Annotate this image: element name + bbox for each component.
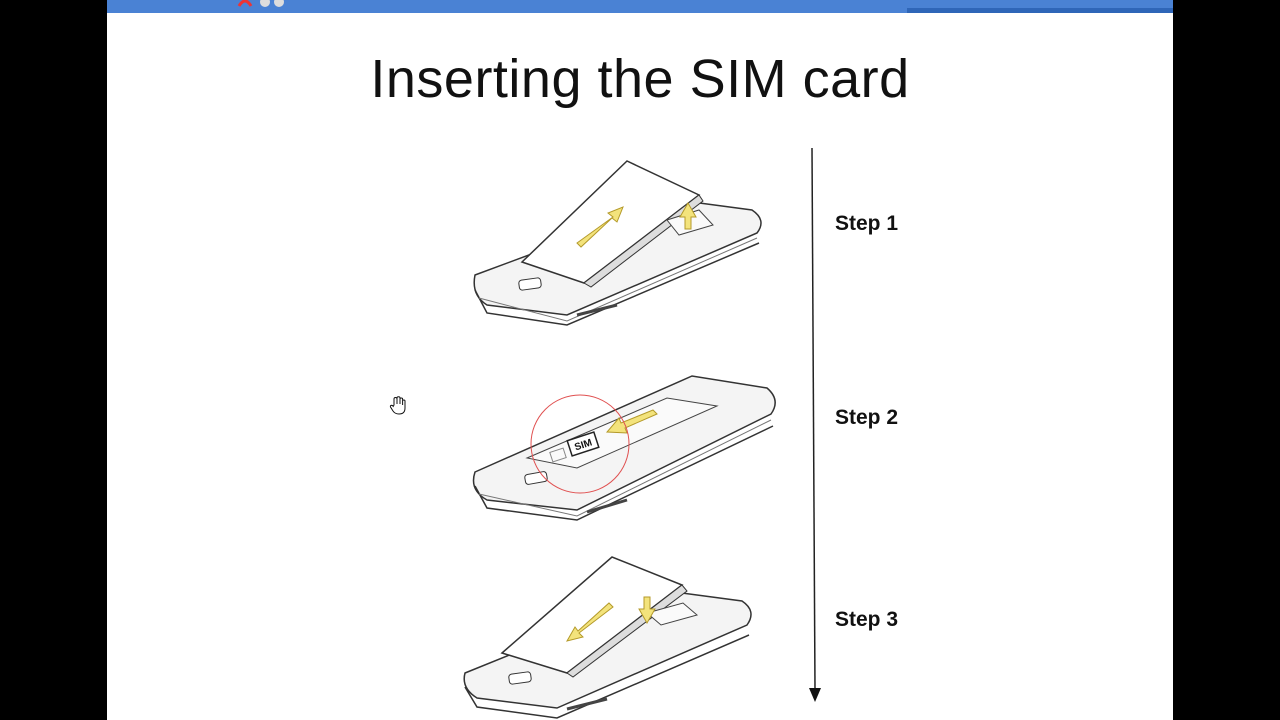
slide-title: Inserting the SIM card — [370, 49, 910, 109]
logo-fragment-icon — [237, 0, 284, 7]
slide-up-arrow-icon — [576, 206, 624, 248]
lift-up-arrow-icon — [679, 201, 697, 230]
insert-arrow-icon — [605, 409, 658, 434]
header-strip — [907, 8, 1173, 13]
step-2-label: Step 2 — [835, 406, 899, 429]
hand-cursor-icon — [389, 396, 406, 415]
phone-step-2-illustration: SIM — [472, 375, 776, 521]
sim-card: SIM — [566, 431, 600, 457]
sim-slot-highlight-circle — [530, 394, 630, 494]
timeline-arrow — [809, 147, 821, 702]
svg-text:SIM: SIM — [573, 437, 593, 453]
step-1-label: Step 1 — [835, 212, 899, 235]
slide-down-arrow-icon — [565, 602, 614, 642]
header-bar — [107, 0, 1173, 13]
phone-step-1-illustration — [473, 160, 762, 326]
slide: Inserting the SIM card Step 1 Step 2 Ste… — [107, 0, 1173, 720]
press-down-arrow-icon — [638, 596, 656, 625]
phone-step-3-illustration — [463, 556, 752, 719]
step-3-label: Step 3 — [835, 608, 899, 631]
